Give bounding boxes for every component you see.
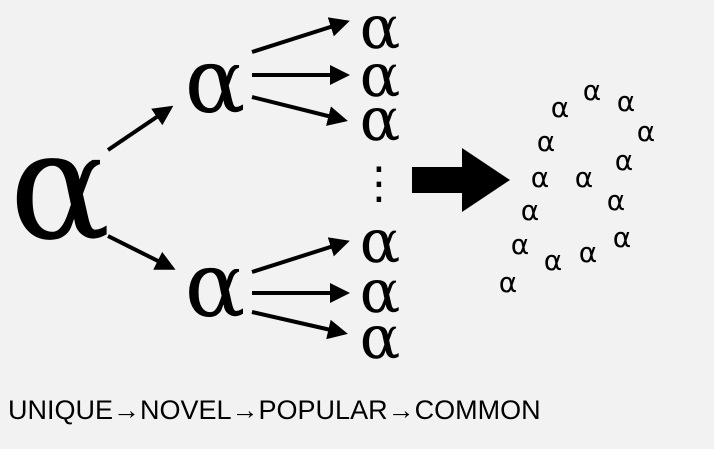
arrow-upper-to-leaf-1 xyxy=(251,17,350,54)
vertical-ellipsis: ⋮ xyxy=(357,158,401,209)
lower-branch-alpha: α xyxy=(185,233,246,338)
upper-branch-alpha: α xyxy=(185,29,246,134)
stage-caption: UNIQUE→NOVEL→POPULAR→COMMON xyxy=(8,395,541,425)
cluster-alpha: α xyxy=(499,266,517,299)
cluster-alpha: α xyxy=(521,194,539,227)
cluster-alpha: α xyxy=(531,161,549,194)
cluster-alpha: α xyxy=(637,115,655,148)
cluster-alpha: α xyxy=(551,91,569,124)
arrow-lower-to-leaf-1 xyxy=(251,237,350,274)
cluster-alpha: α xyxy=(511,228,529,261)
lower-leaf-alpha-3: α xyxy=(360,303,401,373)
arrow-upper-to-leaf-3 xyxy=(251,95,348,126)
block-arrow-icon xyxy=(412,148,510,212)
lower-leaf-alpha-2: α xyxy=(360,257,401,327)
cluster-alpha: α xyxy=(607,184,625,217)
arrow-root-to-upper xyxy=(106,105,174,152)
lower-leaf-alpha-1: α xyxy=(360,207,401,277)
cluster-alpha: α xyxy=(615,144,633,177)
alpha-cluster: α α α α α α α α α α α α α α α xyxy=(499,74,655,299)
root-alpha: α xyxy=(9,100,110,274)
upper-leaf-alpha-3: α xyxy=(360,85,401,155)
upper-leaf-alpha-1: α xyxy=(360,0,401,63)
upper-leaf-alpha-2: α xyxy=(360,41,401,111)
arrow-lower-to-leaf-3 xyxy=(251,310,348,340)
cluster-alpha: α xyxy=(537,125,555,158)
cluster-alpha: α xyxy=(617,85,635,118)
cluster-alpha: α xyxy=(613,221,631,254)
cluster-alpha: α xyxy=(575,161,593,194)
cluster-alpha: α xyxy=(579,236,597,269)
cluster-alpha: α xyxy=(544,244,562,277)
arrow-root-to-lower xyxy=(107,234,176,270)
cluster-alpha: α xyxy=(583,74,601,107)
